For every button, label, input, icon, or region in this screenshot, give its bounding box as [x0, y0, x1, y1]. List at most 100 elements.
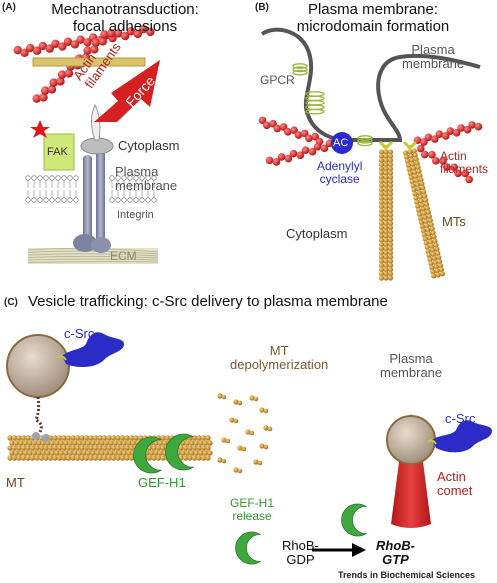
tubulin-subunit [432, 238, 438, 244]
tubulin-subunit [205, 435, 211, 441]
tubulin-subunit [383, 267, 389, 273]
tubulin-subunit [387, 225, 394, 231]
tubulin-subunit [387, 166, 394, 172]
actin-comet-shape [391, 462, 431, 528]
tubulin-subunit [435, 272, 441, 278]
ecm-fiber [27, 253, 159, 257]
tubulin-subunit [383, 250, 389, 256]
tubulin-subunit [151, 455, 157, 461]
plasma-membrane-a-line1: Plasma [115, 164, 159, 179]
filament-bead [450, 163, 458, 171]
free-tubulin [253, 459, 259, 465]
tubulin-subunit [404, 158, 411, 164]
tubulin-subunit [424, 223, 430, 229]
tubulin-subunit [58, 450, 65, 456]
tubulin-subunit [378, 216, 385, 222]
tubulin-subunit [403, 150, 409, 156]
lipid-head [49, 175, 55, 181]
panel-b-title-line2: microdomain formation [296, 17, 450, 35]
tubulin-subunit [61, 435, 67, 441]
tubulin-subunit [56, 435, 63, 441]
tubulin-subunit [383, 166, 389, 172]
tubulin-subunit [387, 233, 394, 239]
tubulin-subunit [387, 204, 394, 210]
tubulin-subunit [421, 232, 427, 238]
tubulin-subunit [34, 455, 40, 461]
ecm-fiber [27, 261, 159, 263]
rhob-arrowhead [352, 543, 366, 557]
tubulin-subunit [182, 455, 189, 461]
actin-comet-line2: comet [437, 483, 473, 499]
plasma-membrane-c-line2: membrane [380, 365, 443, 381]
tubulin-subunit [61, 445, 67, 451]
tubulin-subunit [403, 154, 410, 160]
tubulin-subunit [435, 250, 441, 256]
filament-bead [457, 124, 465, 132]
tubulin-subunit [88, 455, 94, 461]
vesicle-right [386, 415, 436, 465]
gef-release-line1: GEF-H1 [230, 496, 275, 510]
actin-crossbar [32, 57, 146, 67]
lipid-head [25, 197, 31, 203]
tubulin-subunit [383, 241, 389, 247]
filament-bead [70, 40, 80, 49]
tubulin-subunit [407, 149, 413, 155]
tubulin-subunit [383, 170, 389, 176]
journal-footer: Trends in Biochemical Sciences [338, 570, 476, 580]
filament-bead [120, 31, 130, 41]
filament-bead [454, 169, 462, 178]
tubulin-subunit [383, 216, 389, 222]
tubulin-subunit [420, 228, 427, 234]
tubulin-subunit [429, 247, 436, 253]
tubulin-subunit [425, 209, 432, 216]
tubulin-dimers [217, 393, 273, 474]
tubulin-subunit [160, 435, 166, 441]
tubulin-subunit [7, 435, 13, 441]
tubulin-subunit [108, 450, 114, 456]
gef-h1-label: GEF-H1 [138, 475, 186, 490]
tubulin-subunit [410, 161, 416, 167]
panel-b-title-line1: Plasma membrane: [307, 1, 439, 18]
plasma-membrane-b-line1: Plasma [411, 42, 455, 57]
csrc-label-right: c-Src [445, 411, 476, 426]
lipid-head [139, 197, 145, 203]
tubulin-subunit [65, 435, 72, 441]
panel-c-letter: (C) [4, 297, 18, 308]
gef-h1-release-label: GEF-H1 release [230, 496, 275, 523]
force-arrow [94, 60, 160, 122]
tubulin-subunit [378, 212, 385, 218]
tubulin-subunit [387, 170, 394, 176]
tubulin-subunit [25, 455, 31, 461]
tubulin-subunit [387, 149, 394, 155]
panel-b-letter: (B) [255, 2, 269, 13]
ecm-fiber [27, 250, 159, 255]
lipid-head [121, 197, 127, 203]
tubulin-subunit [85, 450, 92, 456]
tubulin-subunit [407, 170, 413, 177]
tubulin-subunit [117, 450, 123, 456]
tubulin-subunit [415, 186, 422, 192]
filament-bead [463, 125, 472, 134]
tubulin-subunit [38, 445, 45, 451]
helix-turn [357, 137, 373, 144]
tubulin-subunit [409, 157, 415, 163]
cytoplasm-label-b: Cytoplasm [286, 226, 348, 241]
tubulin-subunit [415, 203, 421, 209]
tubulin-subunit [431, 255, 437, 262]
tubulin-subunit [383, 199, 389, 205]
tubulin-subunit [427, 235, 433, 241]
tubulin-subunit [383, 229, 389, 235]
tubulin-subunit [83, 435, 90, 441]
tubulin-subunit [43, 445, 49, 451]
tubulin-subunit [415, 164, 421, 170]
free-tubulin [233, 418, 239, 424]
rhob-gdp-label: RhoB- GDP [282, 538, 319, 568]
adenylyl-cyclase-circle [331, 132, 353, 154]
tubulin-subunit [408, 174, 414, 181]
csrc-right-shape [432, 420, 492, 453]
tubulin-subunit [378, 187, 385, 193]
fak-box [43, 133, 75, 171]
tubulin-subunit [205, 455, 211, 461]
tubulin-subunit [378, 241, 385, 247]
filament-bead [305, 134, 313, 143]
